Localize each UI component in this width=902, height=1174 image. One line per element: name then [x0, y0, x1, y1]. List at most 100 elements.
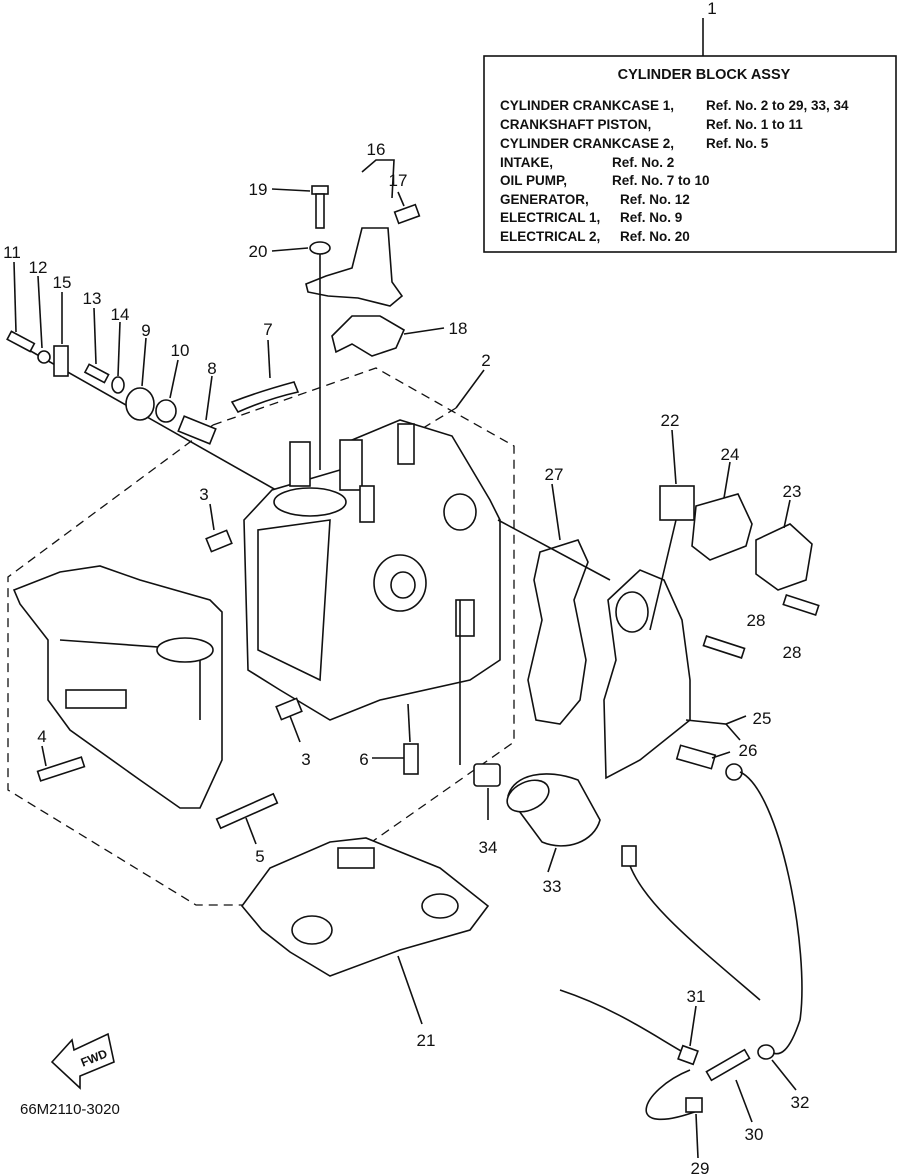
dowel-3a — [205, 529, 233, 553]
cover-16 — [305, 227, 404, 307]
bolt-13 — [83, 363, 110, 384]
leader-25 — [685, 715, 747, 725]
row-name: GENERATOR, — [500, 192, 589, 207]
leader-10 — [169, 359, 179, 399]
fwd-arrow: FWD — [50, 1032, 115, 1090]
gasket-21-port — [337, 847, 375, 869]
gasket-27 — [527, 539, 589, 725]
callout-17: 17 — [389, 171, 408, 190]
callout-9: 9 — [141, 321, 150, 340]
title-box: 1 CYLINDER BLOCK ASSY CYLINDER CRANKCASE… — [483, 0, 897, 253]
callout-5: 5 — [255, 847, 264, 866]
callout-labels: 2 3 3 4 5 6 7 8 9 10 11 12 13 14 15 16 1… — [3, 140, 809, 1174]
callout-8: 8 — [207, 359, 216, 378]
gasket-21 — [240, 837, 490, 977]
fitting-26 — [675, 744, 717, 770]
front-stack-parts — [6, 330, 300, 445]
axis-22 — [649, 519, 677, 631]
callout-24: 24 — [721, 445, 740, 464]
leader-lines — [13, 159, 797, 1159]
row-name: CRANKSHAFT PISTON, — [500, 117, 651, 132]
callout-7: 7 — [263, 320, 272, 339]
leader-12 — [37, 275, 43, 349]
leader-20 — [271, 247, 309, 252]
callout-22: 22 — [661, 411, 680, 430]
leader-14 — [117, 321, 121, 377]
bolt-28a — [702, 635, 746, 659]
row-ref: Ref. No. 20 — [620, 229, 690, 244]
fwd-arrow-shape — [50, 1032, 115, 1090]
row-name: ELECTRICAL 2, — [500, 229, 600, 244]
row-name: ELECTRICAL 1, — [500, 210, 600, 225]
gasket-21-hole-b — [421, 893, 459, 919]
cover-25-port — [615, 591, 649, 633]
callout-18: 18 — [449, 319, 468, 338]
row-name: OIL PUMP, — [500, 173, 567, 188]
callout-34: 34 — [479, 838, 498, 857]
leader-5 — [245, 817, 257, 845]
leader-25b — [725, 723, 741, 741]
filter-mount — [455, 599, 475, 637]
callout-30: 30 — [745, 1125, 764, 1144]
leader-4 — [41, 745, 47, 767]
fasteners — [36, 529, 419, 830]
crankcase-2-rib — [65, 689, 127, 709]
leader-22 — [671, 429, 677, 485]
fitting-17 — [393, 203, 421, 225]
callout-20: 20 — [249, 242, 268, 261]
callout-31: 31 — [687, 987, 706, 1006]
boss-c — [397, 423, 415, 465]
leader-13 — [93, 307, 97, 365]
row-name: CYLINDER CRANKCASE 1, — [500, 98, 674, 113]
hose-7 — [230, 381, 300, 414]
hose-end-upper — [621, 845, 637, 867]
callout-28: 28 — [747, 611, 766, 630]
callout-12: 12 — [29, 258, 48, 277]
leader-16 — [361, 159, 395, 199]
outline-link — [409, 407, 457, 437]
washer-14 — [111, 376, 125, 394]
callout-13: 13 — [83, 289, 102, 308]
callout-33: 33 — [543, 877, 562, 896]
title-box-frame — [483, 55, 897, 253]
leader-8 — [205, 375, 213, 421]
assembly-outlines — [7, 367, 515, 906]
row-ref: Ref. No. 2 to 29, 33, 34 — [706, 98, 849, 113]
bearing-bore — [273, 487, 347, 517]
bore-b — [390, 571, 416, 599]
row-ref: Ref. No. 1 to 11 — [706, 117, 803, 132]
callout-2: 2 — [481, 351, 490, 370]
callout-11: 11 — [3, 243, 21, 262]
callout-23: 23 — [783, 482, 802, 501]
oil-filter-parts — [473, 763, 601, 847]
leader-19 — [271, 188, 311, 192]
thermostat-22 — [659, 485, 695, 521]
callout-3: 3 — [199, 485, 208, 504]
washer-20 — [309, 241, 331, 255]
leader-6b — [407, 703, 411, 743]
leader-33 — [547, 847, 557, 873]
leader-18 — [403, 327, 445, 335]
callout-29: 29 — [691, 1159, 710, 1174]
row-ref: Ref. No. 2 — [612, 155, 674, 170]
hose-parts — [559, 744, 803, 1121]
leader-21 — [397, 955, 423, 1025]
cover-parts — [305, 185, 421, 470]
crankcase-2 — [12, 565, 223, 809]
leader-24 — [723, 461, 731, 499]
leader-26 — [711, 751, 731, 759]
clip-31 — [677, 1044, 699, 1066]
row-name: INTAKE, — [500, 155, 553, 170]
bolt-28b — [782, 593, 820, 617]
bore-c — [443, 493, 477, 531]
dowel-3b — [275, 697, 303, 721]
callout-28: 28 — [783, 643, 802, 662]
hose-29-path — [645, 1069, 701, 1121]
gasket-21-hole-a — [291, 915, 333, 945]
callout-1: 1 — [707, 0, 716, 18]
leader-2 — [455, 369, 485, 409]
leader-27 — [551, 483, 561, 541]
callout-16: 16 — [367, 140, 386, 159]
leader-23 — [783, 499, 791, 529]
